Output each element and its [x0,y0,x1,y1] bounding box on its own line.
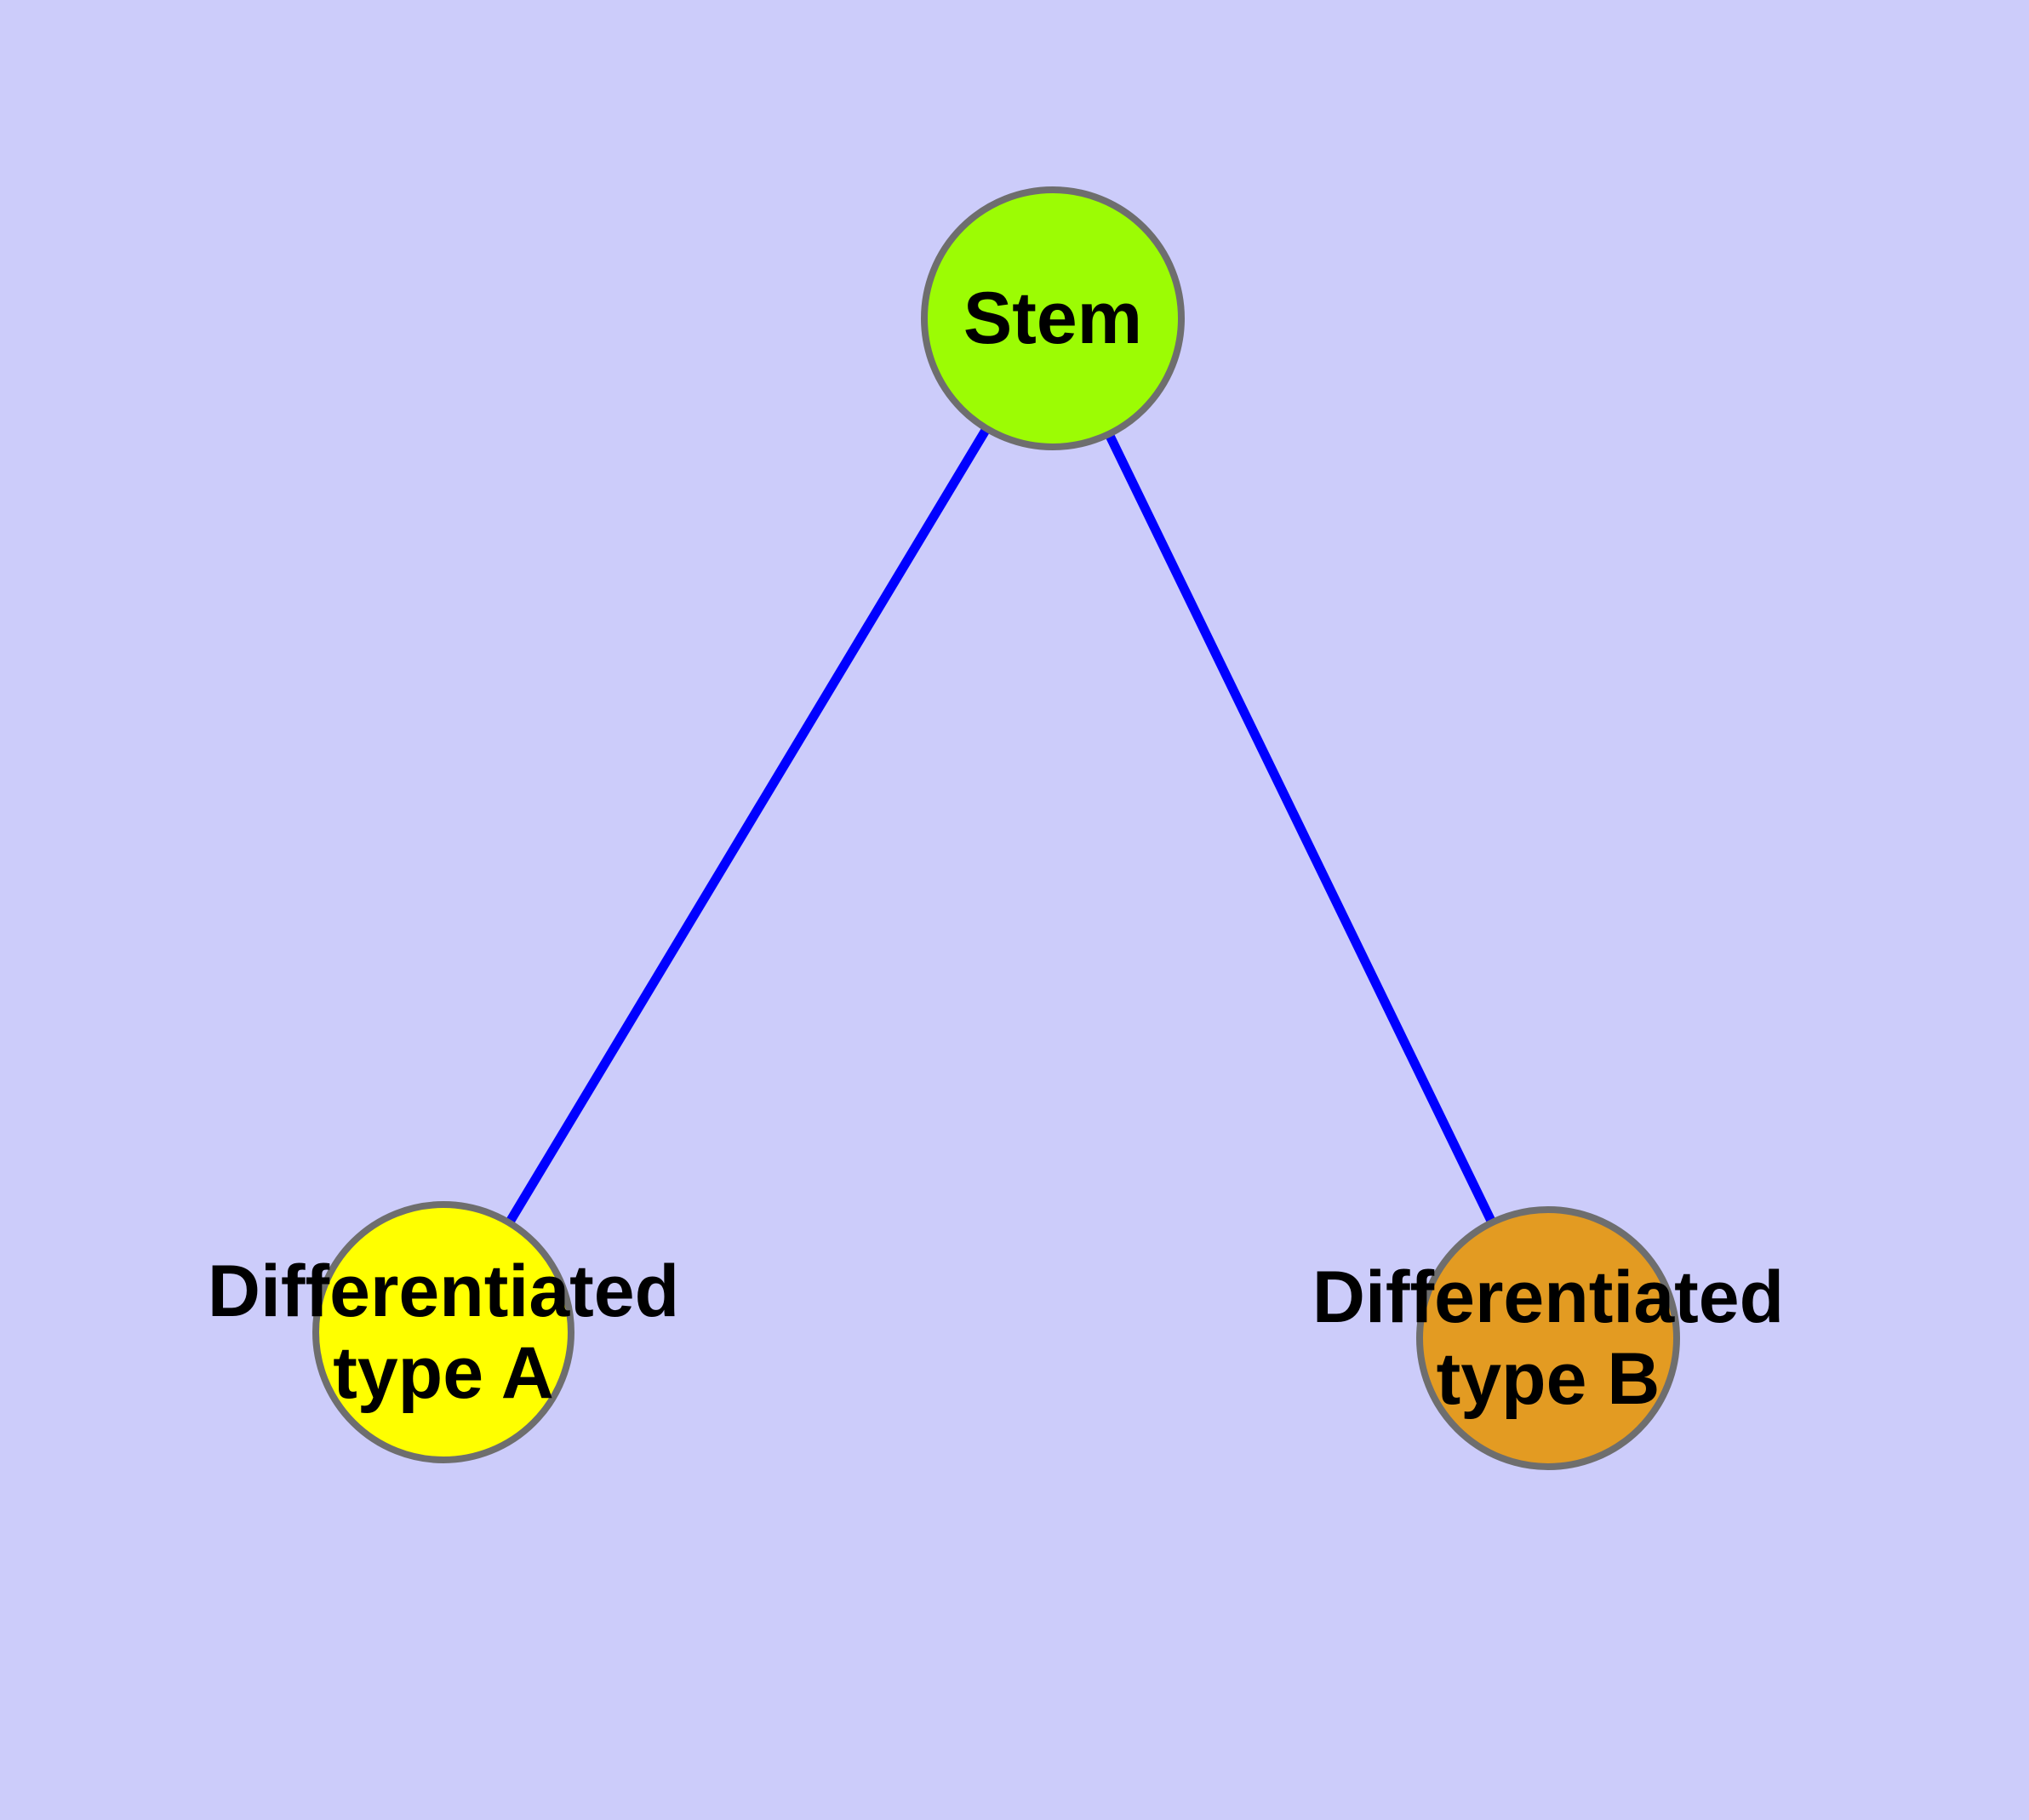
node-differentiated-type-a-circle [312,1201,574,1463]
node-differentiated-type-b[interactable]: Differentiated type B [1312,1206,1784,1470]
node-stem-circle [921,186,1185,450]
node-differentiated-type-b-circle [1416,1206,1680,1470]
edge-stem-to-diff-a[interactable] [438,313,1058,1337]
node-stem[interactable]: Stem [921,186,1185,450]
edge-stem-to-diff-b[interactable] [1048,313,1553,1343]
node-differentiated-type-a[interactable]: Differentiated type A [208,1201,679,1463]
